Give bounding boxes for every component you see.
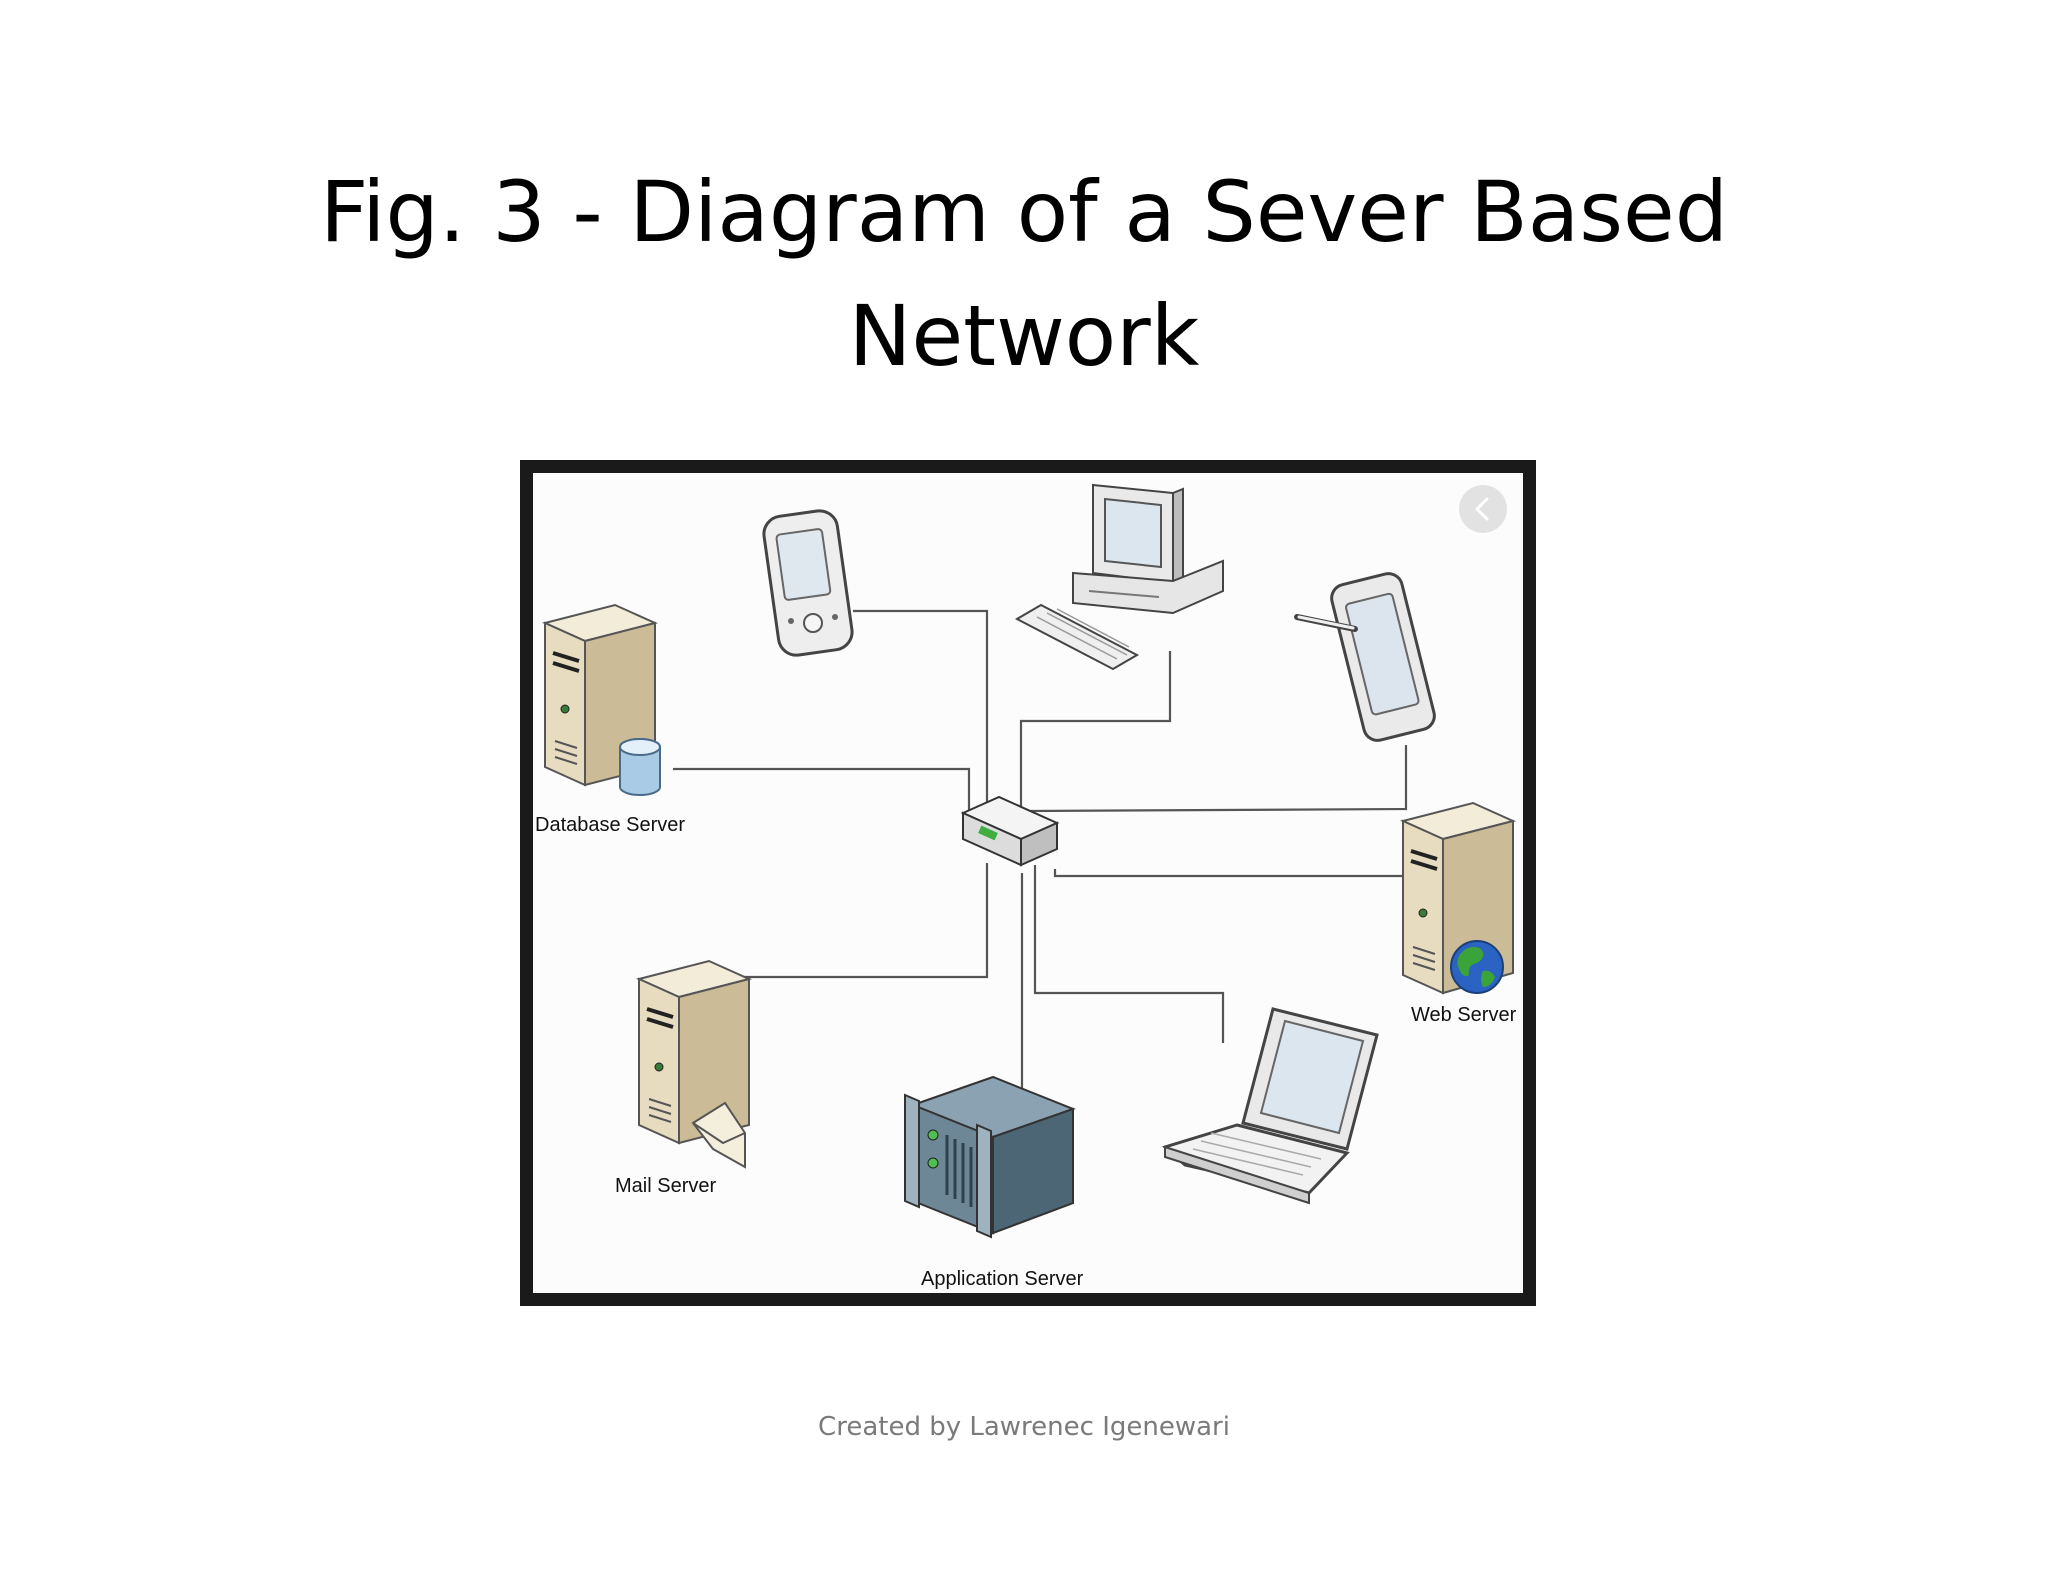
footer-credit: Created by Lawrenec Igenewari <box>818 1412 1230 1442</box>
web-server-icon <box>1399 801 1517 995</box>
link-web-server <box>1053 869 1411 878</box>
slide-title: Fig. 3 - Diagram of a Sever Based Networ… <box>0 150 2048 398</box>
link-pda <box>853 609 989 835</box>
network-diagram: Database Server <box>520 460 1536 1306</box>
database-server-icon <box>541 603 661 796</box>
application-server-label: Application Server <box>921 1268 1084 1290</box>
desktop-computer-icon <box>1014 483 1224 671</box>
link-laptop <box>1033 865 1225 1043</box>
mail-server-label: Mail Server <box>615 1175 716 1197</box>
mail-server-icon <box>635 959 753 1169</box>
web-server-label: Web Server <box>1411 1004 1517 1026</box>
link-tablet <box>1028 745 1408 813</box>
pda-icon <box>762 509 854 657</box>
link-database <box>673 767 971 833</box>
database-server-label: Database Server <box>535 814 685 836</box>
link-desktop <box>1019 651 1172 835</box>
laptop-icon <box>1162 1007 1379 1205</box>
network-diagram-canvas: Database Server <box>535 483 1517 1290</box>
rack-server-icon <box>904 1075 1076 1239</box>
chevron-left-icon[interactable] <box>1459 485 1507 533</box>
slide-title-line-1: Fig. 3 - Diagram of a Sever Based <box>319 163 1729 261</box>
connection-lines <box>673 609 1411 1113</box>
link-mail-server <box>721 863 989 979</box>
network-switch-icon <box>960 795 1060 867</box>
tablet-pen-icon <box>1294 572 1436 742</box>
slide-title-line-2: Network <box>848 287 1200 385</box>
